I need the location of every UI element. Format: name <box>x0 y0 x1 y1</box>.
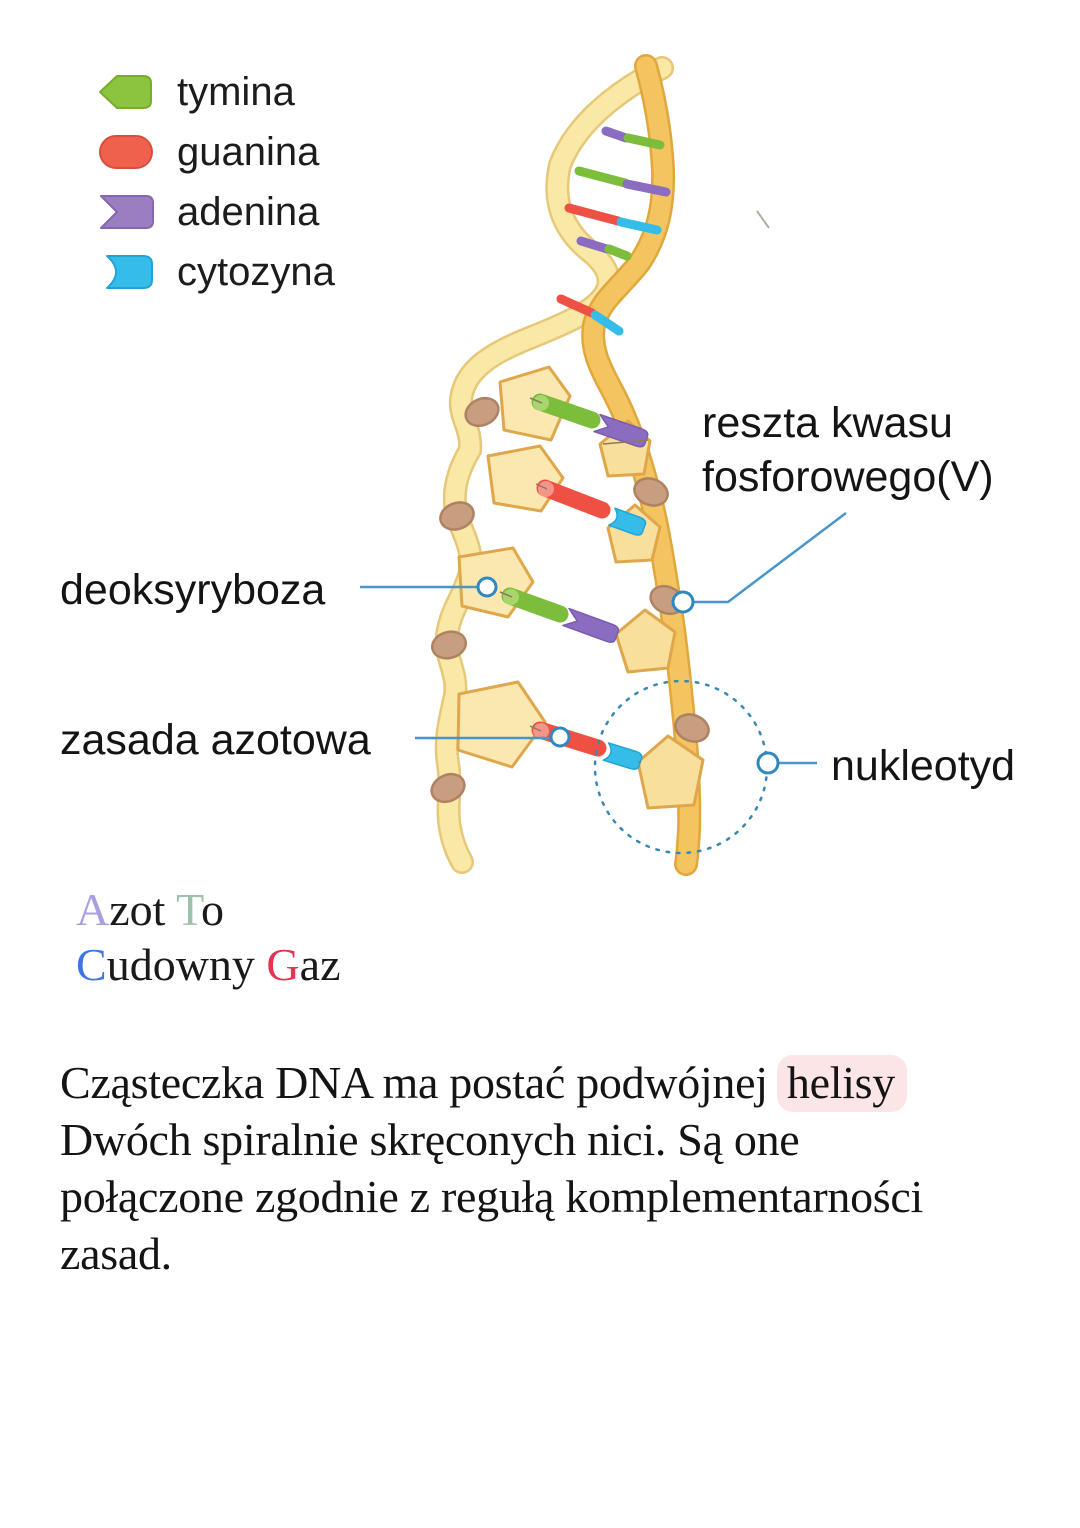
cytozyna-base <box>590 310 624 336</box>
paragraph-line1: Cząsteczka DNA ma postać podwójnej helis… <box>60 1054 1060 1112</box>
leader-dots <box>476 576 780 775</box>
cytozyna-base <box>608 507 647 536</box>
legend-item-guanina: guanina <box>95 122 335 182</box>
tymina-base <box>623 133 665 150</box>
sugar-pentagon <box>636 734 705 810</box>
guanina-base <box>556 294 597 318</box>
legend-item-tymina: tymina <box>95 62 335 122</box>
guanina-base <box>536 479 611 519</box>
sugar-leader-dot <box>476 576 498 598</box>
base-color-legend: tymina guanina adenina cytozyna <box>95 62 335 302</box>
legend-label: cytozyna <box>177 250 335 294</box>
paragraph-line4: zasad. <box>60 1228 172 1279</box>
helix-base-pairs <box>556 126 671 336</box>
bond-connectors <box>499 397 649 763</box>
cytozyna-base <box>602 742 643 770</box>
mnemonic-letter-A: A <box>76 884 110 935</box>
guanina-swatch-icon <box>99 135 153 169</box>
adenina-base <box>622 179 671 197</box>
dna-helix-illustration <box>360 54 847 876</box>
phosphate-leader-dot <box>671 590 695 614</box>
legend-label: tymina <box>177 70 295 114</box>
phosphate-oval <box>430 630 468 660</box>
phosphate-leader-line <box>694 512 847 604</box>
leader-lines <box>360 512 847 765</box>
cytozyna-swatch-icon <box>106 255 153 289</box>
cytozyna-base <box>616 217 662 235</box>
legend-label: adenina <box>177 190 320 234</box>
legend-label: guanina <box>177 130 320 174</box>
paragraph-line3: połączone zgodnie z regułą komplementarn… <box>60 1171 924 1222</box>
phosphate-label: reszta kwasu fosforowego(V) <box>702 396 994 504</box>
legend-item-adenina: adenina <box>95 182 335 242</box>
tymina-swatch-icon <box>99 75 152 109</box>
guanina-base <box>564 203 623 226</box>
mnemonic-text: Azot To Cudowny Gaz <box>76 882 341 992</box>
base-label: zasada azotowa <box>60 716 371 764</box>
mnemonic-line2: Cudowny Gaz <box>76 937 341 992</box>
adenina-base <box>562 607 620 643</box>
phosphate-label-line2: fosforowego(V) <box>702 453 994 502</box>
phosphate-oval <box>430 772 466 804</box>
dna-description-paragraph: Cząsteczka DNA ma postać podwójnej helis… <box>60 1054 1060 1282</box>
nucleotide-leader-dot <box>756 751 780 775</box>
mnemonic-letter-G: G <box>266 939 300 990</box>
stray-pen-mark <box>756 210 770 229</box>
adenina-base <box>593 413 649 448</box>
phosphate-oval <box>464 396 500 428</box>
mnemonic-segment: zot <box>109 884 177 935</box>
sugar-pentagon <box>614 608 677 674</box>
mnemonic-letter-C: C <box>76 939 107 990</box>
sugar-pentagon <box>456 680 547 769</box>
sugar-label: deoksyryboza <box>60 566 326 614</box>
mnemonic-segment: az <box>299 939 341 990</box>
adenina-base <box>601 126 631 143</box>
phosphate-oval <box>439 501 475 531</box>
legend-item-cytozyna: cytozyna <box>95 242 335 302</box>
sugar-pentagon <box>486 444 565 513</box>
tymina-base <box>574 166 630 188</box>
base-leader-dot <box>549 726 571 748</box>
mnemonic-segment: udowny <box>106 939 267 990</box>
highlighted-word: helisy <box>776 1055 907 1112</box>
paragraph-line2: Dwóch spiralnie skręconych nici. Są one <box>60 1114 800 1165</box>
phosphate-oval <box>633 477 669 507</box>
tymina-base <box>604 244 632 261</box>
mnemonic-segment: o <box>201 884 224 935</box>
phosphate-label-line1: reszta kwasu <box>702 399 953 447</box>
mnemonic-line1: Azot To <box>76 882 341 937</box>
nucleotide-label: nukleotyd <box>831 742 1016 790</box>
phosphate-groups <box>430 396 710 804</box>
ladder-base-pairs <box>499 393 649 770</box>
adenina-base <box>576 236 612 254</box>
phosphate-oval <box>674 713 710 743</box>
mnemonic-letter-T: T <box>176 884 201 935</box>
adenina-swatch-icon <box>100 195 154 229</box>
paragraph-text: Cząsteczka DNA ma postać podwójnej <box>60 1057 779 1108</box>
